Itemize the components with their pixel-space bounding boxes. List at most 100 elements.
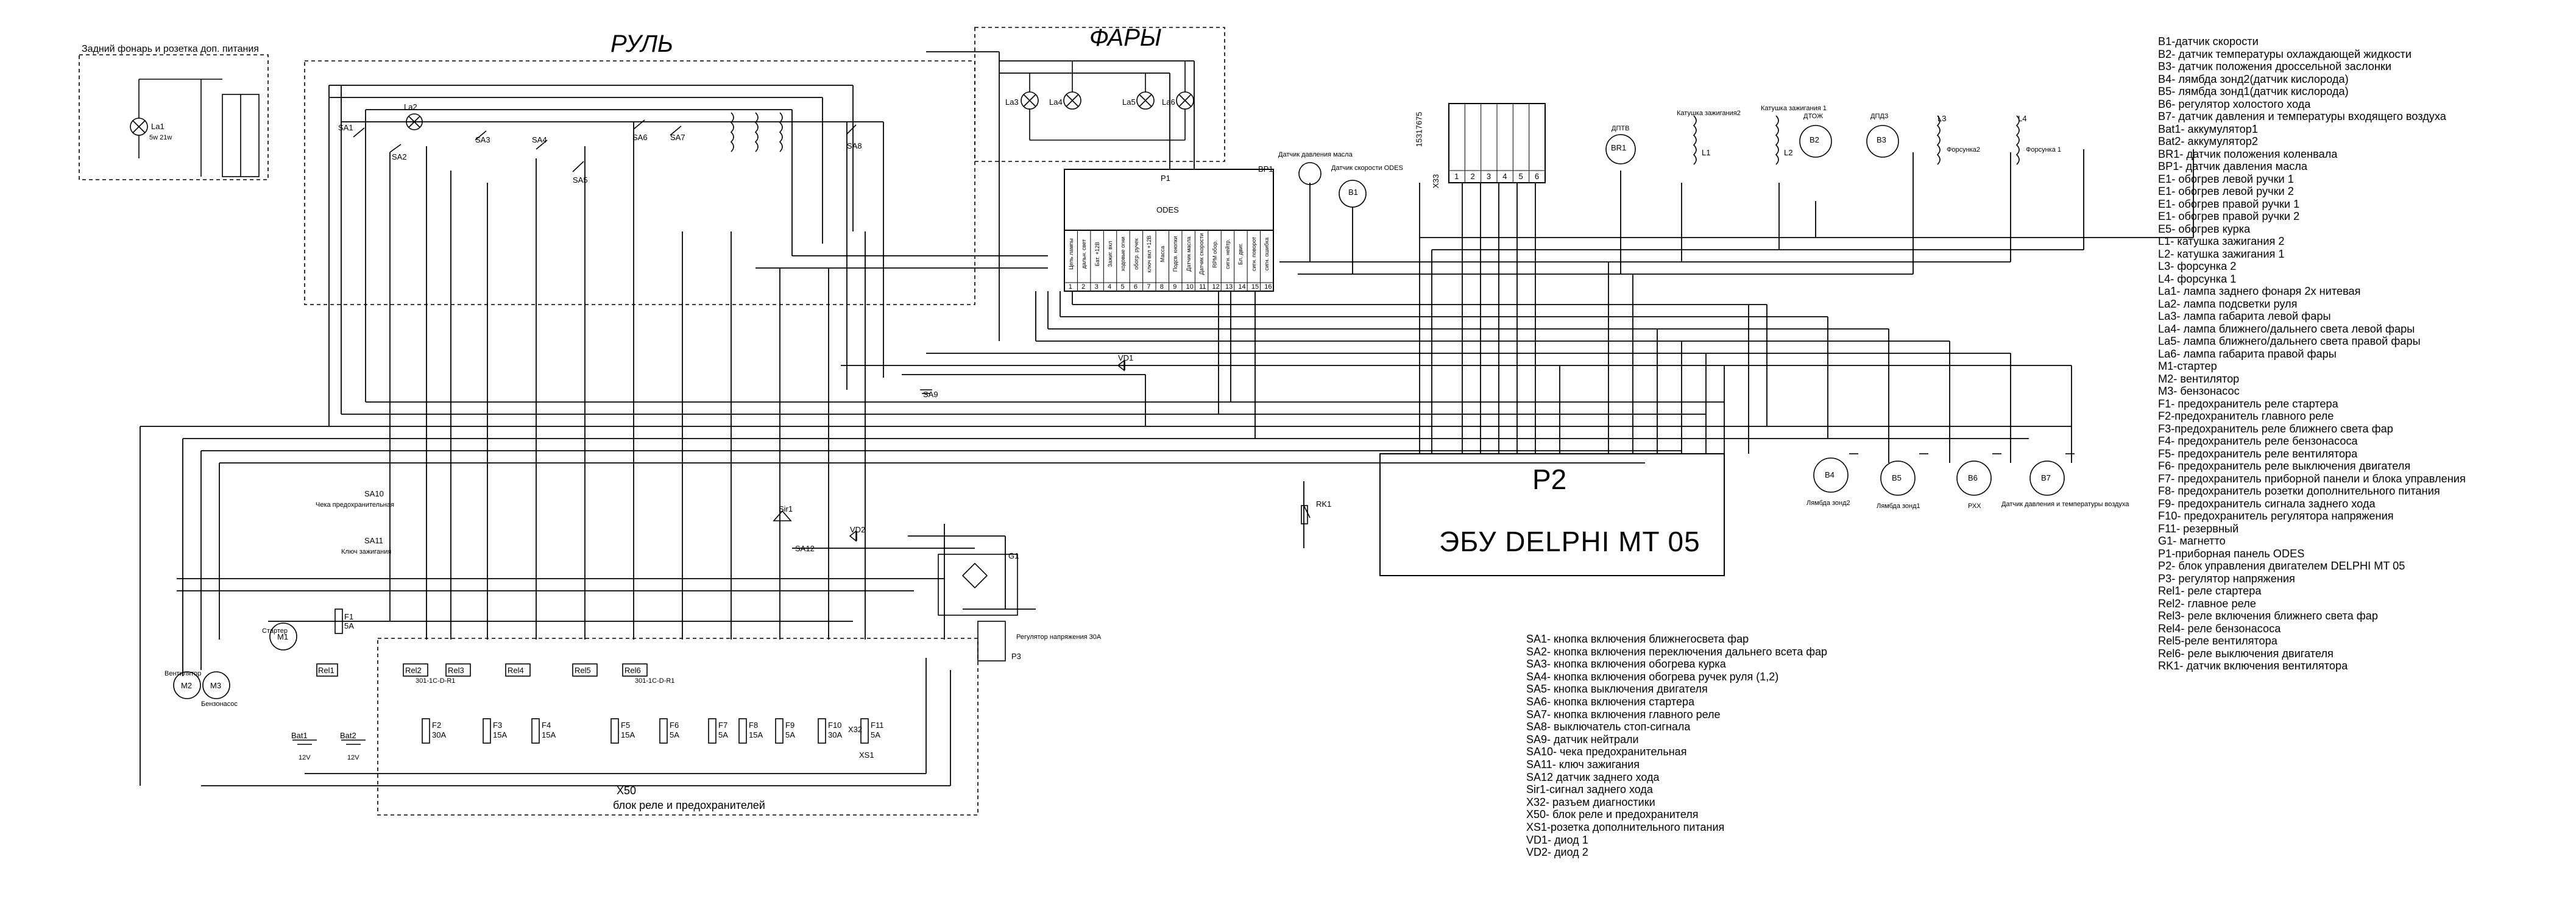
legend-right-item: Rel2- главное реле	[2158, 597, 2256, 610]
rel4-label: Rel4	[508, 666, 524, 675]
ecu-pin-number: 1	[1454, 172, 1459, 181]
legend-right-item: F10- предохранитель регулятора напряжени…	[2158, 510, 2394, 522]
b4-sensor	[1813, 457, 1849, 493]
legend-right-item: Rel6- реле выключения двигателя	[2158, 647, 2334, 660]
legend-right-item: E1- обогрев левой ручки 1	[2158, 172, 2294, 185]
fuse-id: F3	[493, 721, 503, 730]
fuse-amp: 15A	[542, 730, 556, 739]
odes-pin-number: 10	[1186, 283, 1194, 291]
sa8-label: SA8	[847, 141, 862, 150]
ecu-box	[1379, 453, 1725, 576]
sa5-label: SA5	[573, 175, 588, 185]
ecu-connector-label: X33	[1431, 174, 1441, 189]
rxx-label: РХХ	[1968, 503, 1981, 510]
b7-label: B7	[2041, 473, 2051, 482]
legend-right-item: B4- лямбда зонд2(датчик кислорода)	[2158, 72, 2349, 85]
g1-label: G1	[1008, 551, 1019, 560]
tail-box-title: Задний фонарь и розетка доп. питания	[82, 44, 259, 54]
la1-spec: 5w 21w	[149, 134, 172, 141]
fuse-id: F5	[621, 721, 631, 730]
fuse-id: F11	[871, 721, 884, 730]
legend-right-item: Rel1- реле стартера	[2158, 585, 2262, 597]
br1-label: BR1	[1611, 143, 1627, 152]
legend-bottom-item: SA2- кнопка включения переключения дальн…	[1526, 645, 1828, 658]
injector1-label: Форсунка 1	[2026, 146, 2062, 153]
b5-label: B5	[1892, 473, 1902, 482]
ecu-pin-number: 5	[1518, 172, 1523, 181]
legend-bottom-item: SA9- датчик нейтрали	[1526, 733, 1639, 746]
legend-right-item: F11- резервный	[2158, 522, 2239, 535]
odes-pin-number: 9	[1173, 283, 1177, 291]
legend-right-item: F4- предохранитель реле бензонасоса	[2158, 435, 2358, 447]
steering-title: РУЛЬ	[610, 30, 674, 57]
la4-label: La4	[1049, 97, 1063, 107]
b6-sensor	[1956, 460, 1992, 496]
magneto	[938, 554, 1018, 661]
legend-right-item: M3- бензонасос	[2158, 385, 2240, 397]
dptv-label: ДПТВ	[1612, 125, 1630, 132]
legend-right-item: B7- датчик давления и температуры входящ…	[2158, 110, 2446, 122]
odes-pin-name: Цепь лампы	[1067, 238, 1074, 270]
br1-sensor	[1605, 134, 1636, 164]
sa7-label: SA7	[670, 133, 685, 142]
legend-right-item: Rel3- реле включения ближнего света фар	[2158, 610, 2378, 622]
fuse-f1-amp: 5A	[344, 621, 354, 630]
voltage-regulator	[977, 621, 1006, 661]
legend-bottom-item: VD2- диод 2	[1526, 846, 1588, 859]
legend-bottom-item: VD1- диод 1	[1526, 833, 1588, 846]
legend-bottom-item: XS1-розетка дополнительного питания	[1526, 820, 1725, 833]
b2-label: B2	[1810, 135, 1819, 144]
l1-label: L1	[1702, 148, 1711, 157]
sa10-label: SA10	[364, 489, 384, 498]
fuse-amp: 15A	[749, 730, 763, 739]
legend-right-item: E1- обогрев правой ручки 2	[2158, 210, 2300, 222]
legend-right-item: M1-стартер	[2158, 360, 2217, 372]
tail-light-internals	[130, 79, 260, 177]
legend-bottom-item: Sir1-сигнал заднего хода	[1526, 783, 1653, 796]
la3-label: La3	[1005, 97, 1019, 107]
fuse-id: F2	[432, 721, 442, 730]
la2-label: La2	[404, 102, 417, 111]
odes-pin-number: 8	[1159, 283, 1164, 291]
rel3-label: Rel3	[448, 666, 464, 675]
odes-pin-number: 12	[1212, 283, 1220, 291]
odes-pin-number: 16	[1264, 283, 1272, 291]
b6-label: B6	[1968, 473, 1978, 482]
lambda2-label: Лямбда зонд2	[1806, 499, 1850, 507]
rel5-label: Rel5	[575, 666, 591, 675]
vd2-label: VD2	[850, 525, 866, 534]
legend-bottom-item: SA12 датчик заднего хода	[1526, 771, 1660, 783]
ign-key-label: Ключ зажигания	[341, 548, 392, 556]
starter-label: Стартер	[262, 627, 288, 635]
legend-bottom-item: SA11- ключ зажигания	[1526, 758, 1640, 771]
bat1-label: Bat1	[291, 731, 308, 740]
odes-pin-number: 7	[1147, 283, 1151, 291]
steering-internals	[353, 112, 857, 172]
la1-label: La1	[151, 122, 165, 131]
xs1-label: XS1	[859, 750, 874, 760]
odes-pin-number: 15	[1251, 283, 1259, 291]
dpdz-label: ДПДЗ	[1870, 113, 1889, 120]
legend-right-item: La6- лампа габарита правой фары	[2158, 347, 2337, 360]
odes-pin-number: 2	[1081, 283, 1086, 291]
sa9-label: SA9	[923, 390, 938, 399]
m2-fan	[173, 671, 201, 699]
ecu-ref: P2	[1532, 464, 1567, 495]
legend-bottom-item: SA6- кнопка включения стартера	[1526, 695, 1694, 708]
legend-right-item: M2- вентилятор	[2158, 372, 2240, 385]
legend-right-item: P2- блок управления двигателем DELPHI MT…	[2158, 560, 2405, 572]
relay-block-name: блок реле и предохранителей	[613, 799, 765, 811]
ecu-name: ЭБУ DELPHI MT 05	[1439, 526, 1700, 557]
odes-pin-number: 11	[1199, 283, 1206, 291]
legend-right-item: E1- обогрев правой ручки 1	[2158, 197, 2300, 210]
legend-right-item: BR1- датчик положения коленвала	[2158, 147, 2338, 160]
legend-right-item: Bat2- аккумулятор2	[2158, 135, 2258, 147]
legend-right-item: La3- лампа габарита левой фары	[2158, 310, 2331, 322]
legend-right-item: L2- катушка зажигания 1	[2158, 247, 2285, 260]
odes-pin-number: 14	[1238, 283, 1246, 291]
rel6-label: Rel6	[625, 666, 641, 675]
legend-bottom-item: SA8- выключатель стоп-сигнала	[1526, 721, 1691, 733]
fuse-block	[334, 608, 869, 744]
m1-label: M1	[277, 632, 289, 641]
legend-right-item: F2-предохранитель главного реле	[2158, 410, 2334, 422]
